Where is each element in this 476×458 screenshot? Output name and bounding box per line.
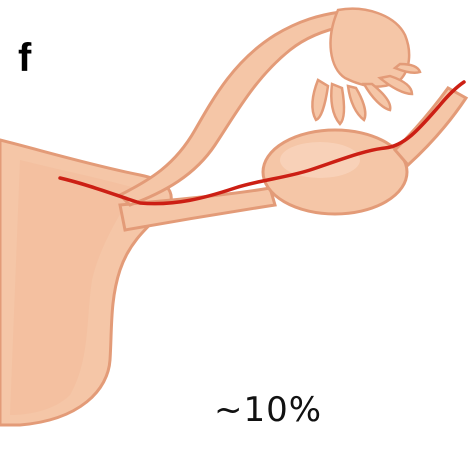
ovary-highlight: [280, 142, 360, 178]
suspensory-ligament: [395, 88, 466, 165]
percentage-label: ~10%: [214, 393, 322, 427]
panel-letter: f: [18, 38, 31, 78]
